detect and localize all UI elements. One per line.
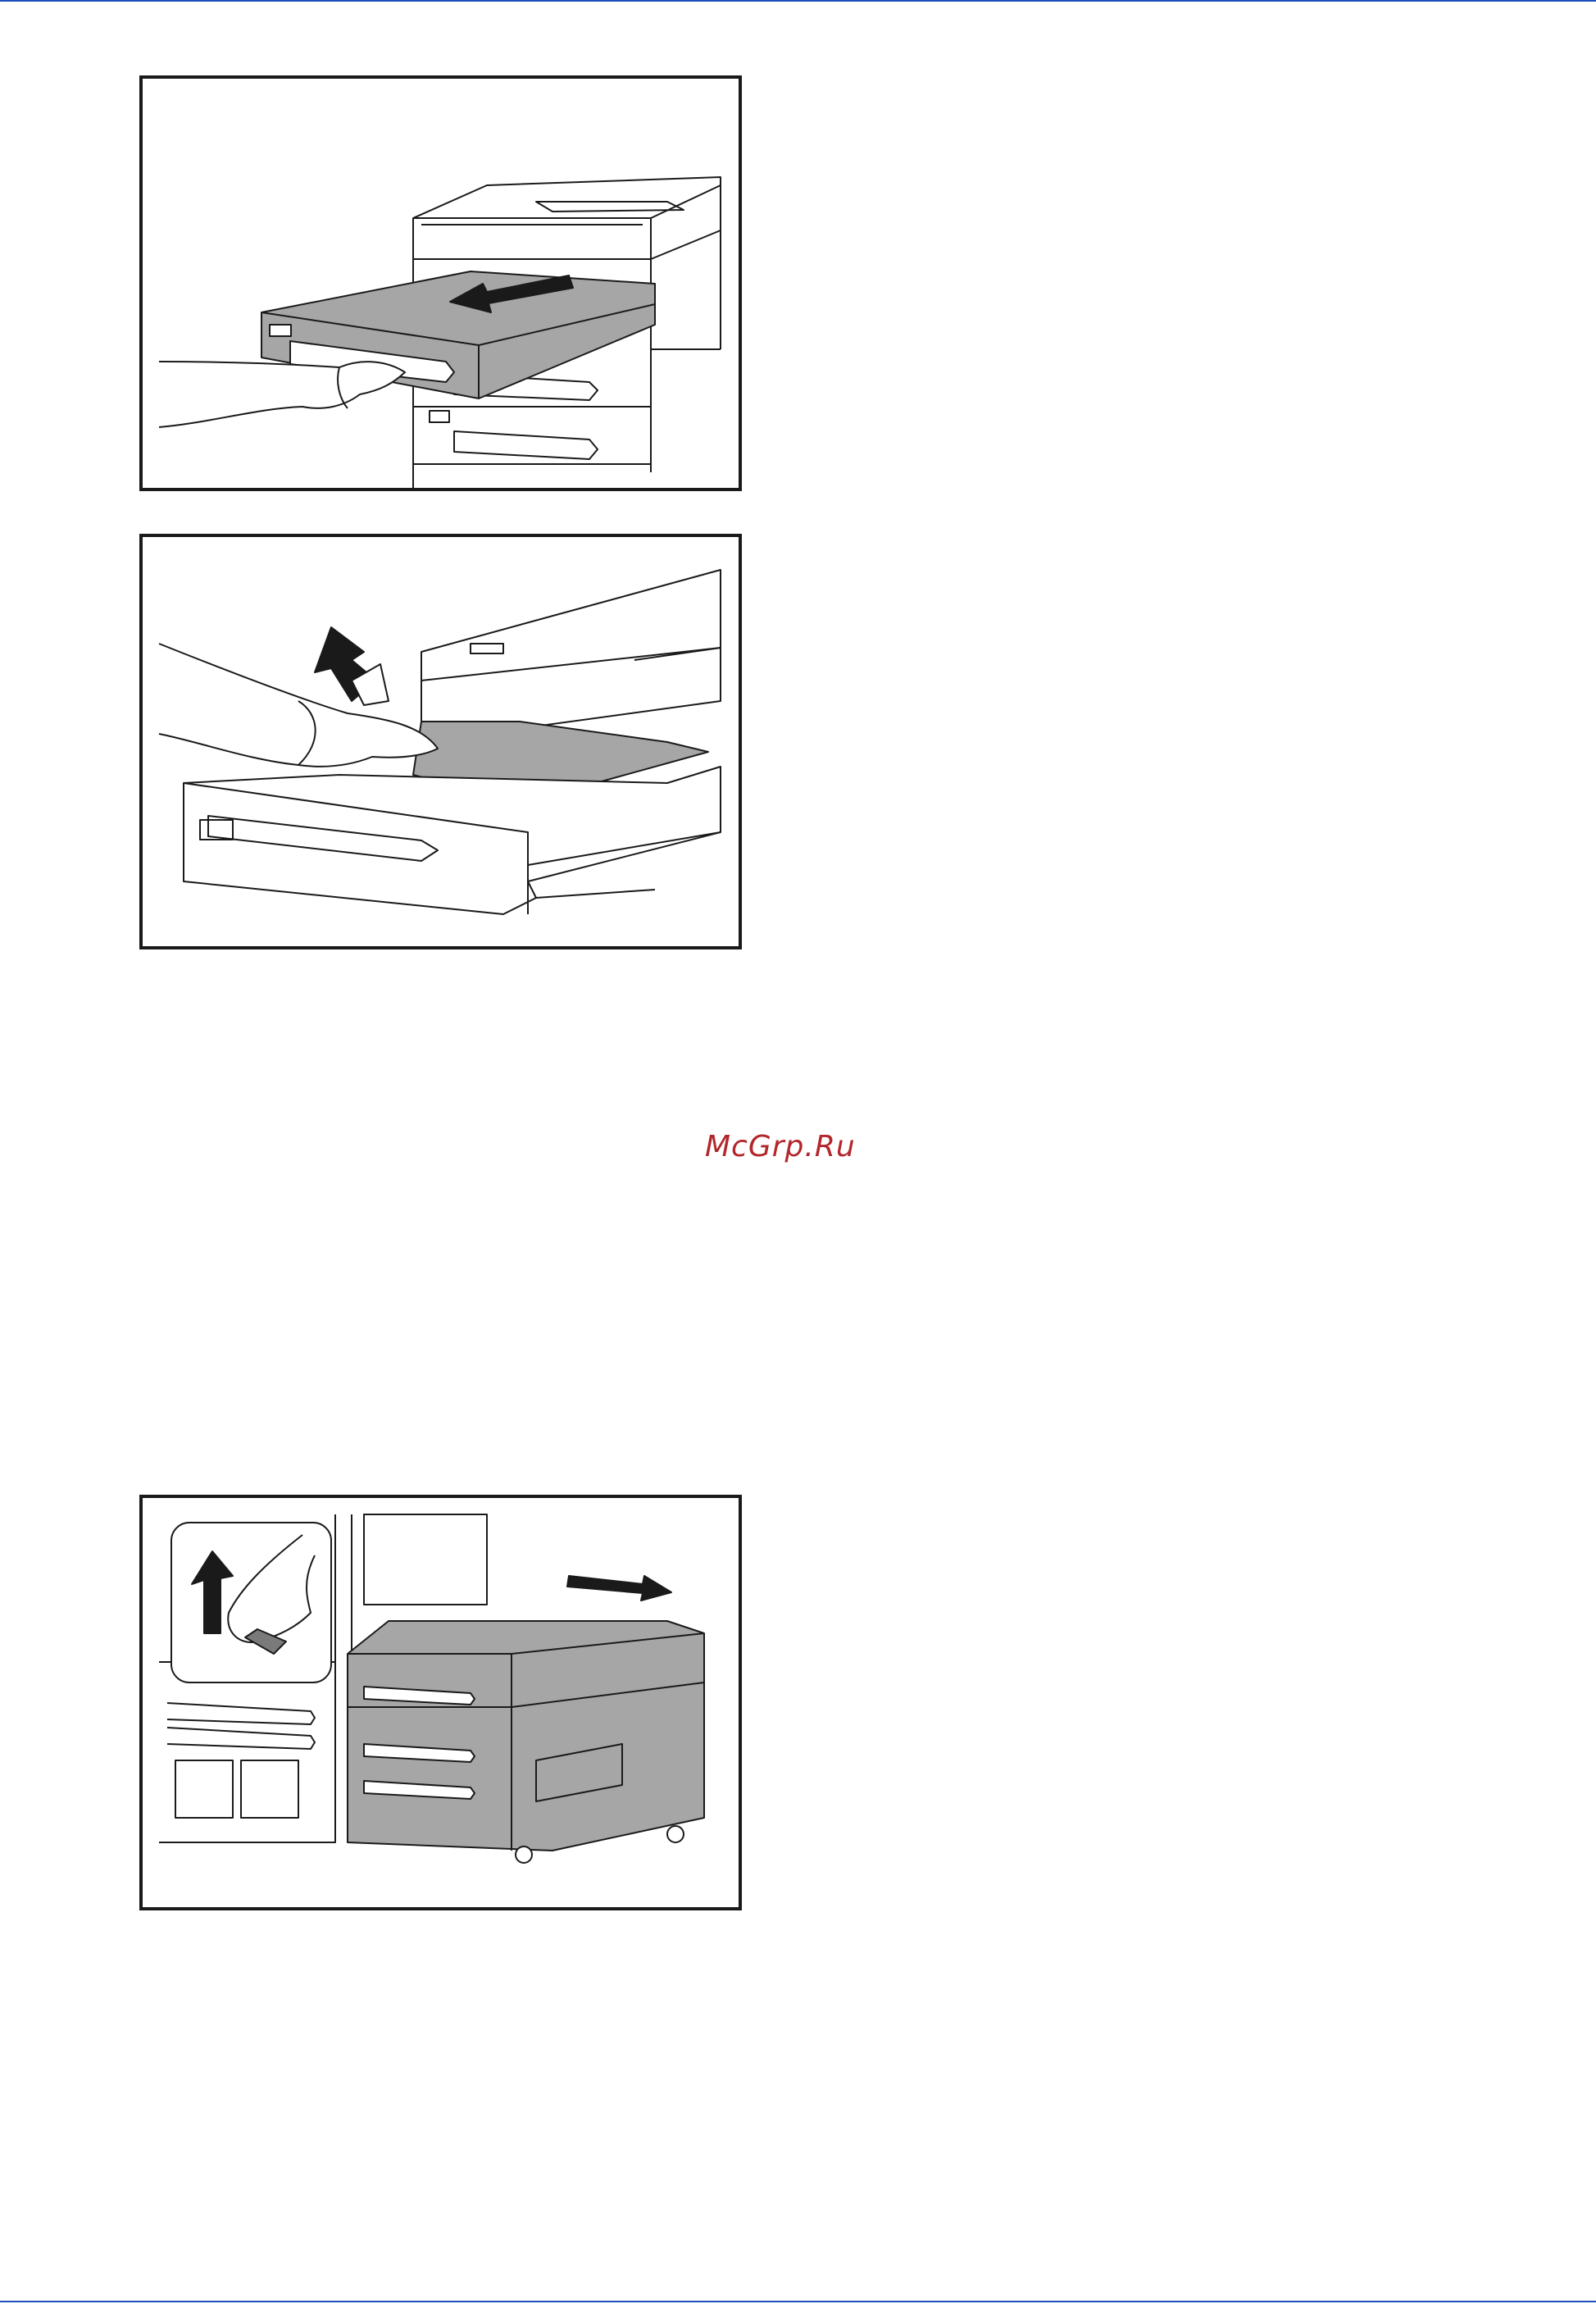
release-lever-slide-feeder-illustration [143, 1498, 739, 1907]
watermark-text: McGrp.Ru [705, 1130, 902, 1163]
top-rule [0, 0, 1596, 2]
bottom-rule [0, 2301, 1596, 2302]
figure-pull-out-cassette [139, 75, 742, 491]
pull-out-cassette-illustration [143, 79, 739, 488]
remove-jammed-paper-illustration [143, 537, 739, 946]
figure-release-side-feeder [139, 1495, 742, 1910]
figure-remove-jammed-paper [139, 534, 742, 949]
